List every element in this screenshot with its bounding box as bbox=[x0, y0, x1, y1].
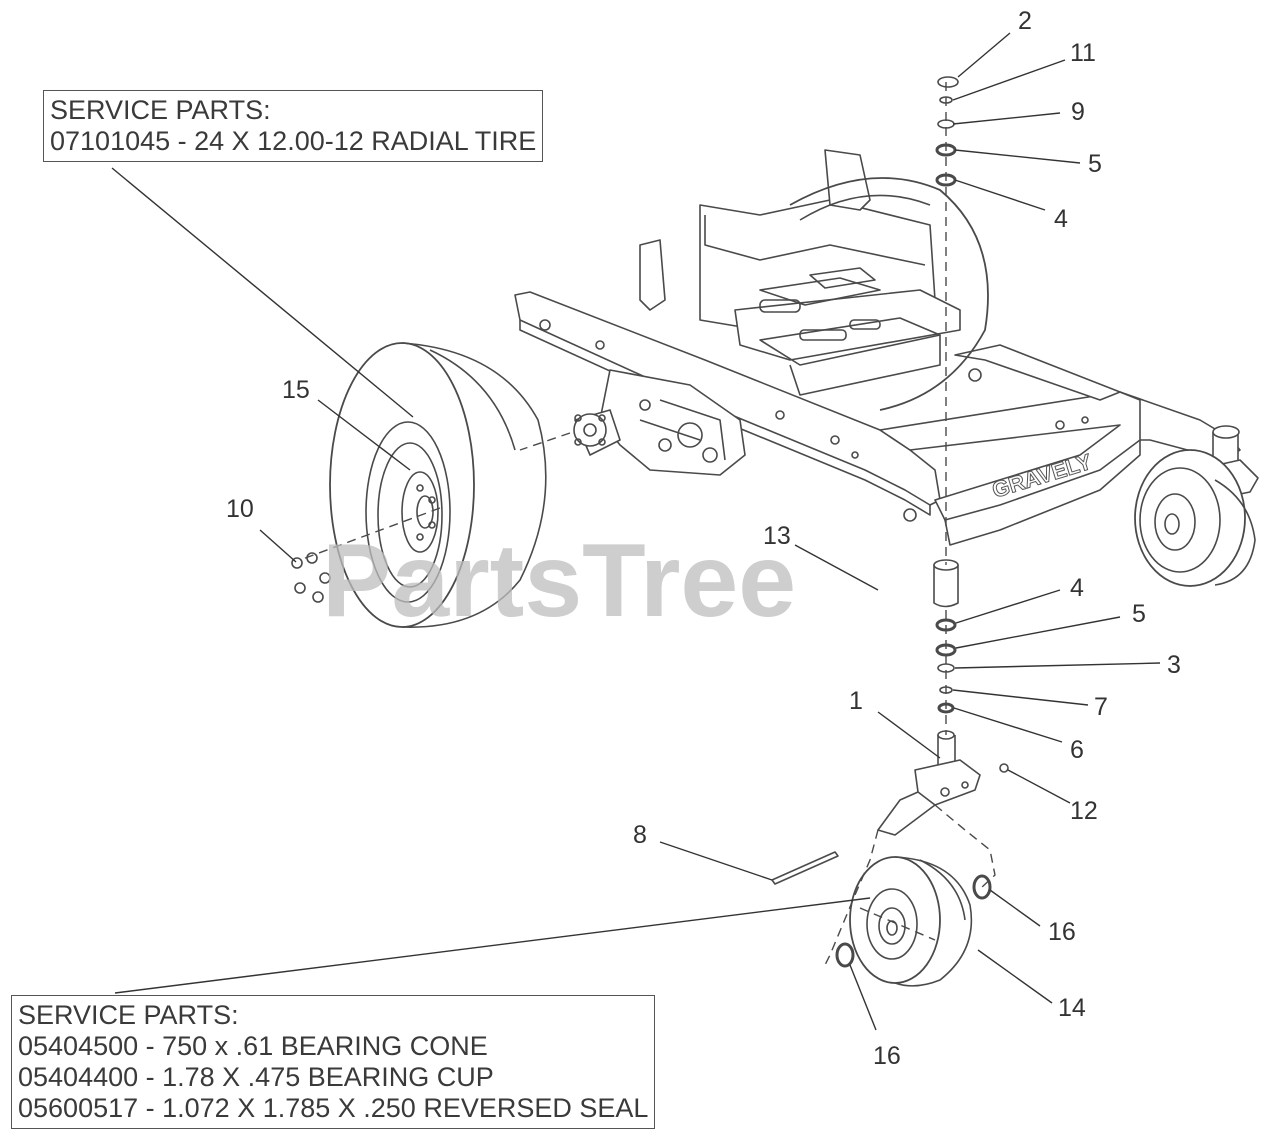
grease-fitting bbox=[999, 763, 1009, 773]
callout-16-left: 16 bbox=[873, 1042, 901, 1070]
callout-10: 10 bbox=[226, 495, 254, 523]
caster-fork bbox=[877, 730, 981, 836]
callout-4: 4 bbox=[1054, 205, 1068, 233]
note-heading: SERVICE PARTS: bbox=[18, 1000, 239, 1030]
service-parts-note-bottom: SERVICE PARTS: 05404500 - 750 x .61 BEAR… bbox=[11, 995, 656, 1129]
wheel-seals bbox=[835, 874, 992, 968]
callout-14: 14 bbox=[1058, 994, 1086, 1022]
caster-wheel bbox=[849, 856, 973, 987]
lug-nuts bbox=[291, 552, 331, 603]
front-caster-assembled bbox=[1134, 425, 1259, 587]
callout-7: 7 bbox=[1094, 693, 1108, 721]
callout-13: 13 bbox=[763, 522, 791, 550]
callout-15: 15 bbox=[282, 376, 310, 404]
note-line: 05404400 - 1.78 X .475 BEARING CUP bbox=[18, 1062, 494, 1092]
callout-8: 8 bbox=[633, 821, 647, 849]
brand-lettering: GRAVELY bbox=[989, 449, 1095, 503]
callout-5: 5 bbox=[1088, 150, 1102, 178]
assembly-lines bbox=[299, 82, 996, 966]
callout-6: 6 bbox=[1070, 736, 1084, 764]
callouts: 2 11 9 5 4 15 10 13 4 5 3 7 6 1 12 8 16 … bbox=[226, 7, 1181, 1070]
note-line: 07101045 - 24 X 12.00-12 RADIAL TIRE bbox=[50, 126, 537, 156]
callout-11: 11 bbox=[1070, 39, 1096, 67]
spindle-hardware-top bbox=[935, 76, 959, 187]
rear-tire bbox=[329, 342, 547, 628]
spacer-tube bbox=[933, 559, 959, 608]
callout-1: 1 bbox=[849, 687, 863, 715]
callout-4-lower: 4 bbox=[1070, 574, 1084, 602]
callout-16-right: 16 bbox=[1048, 918, 1076, 946]
callout-9: 9 bbox=[1071, 98, 1085, 126]
callout-12: 12 bbox=[1070, 797, 1098, 825]
service-parts-note-top: SERVICE PARTS: 07101045 - 24 X 12.00-12 … bbox=[43, 90, 544, 162]
callout-2: 2 bbox=[1018, 7, 1032, 35]
note-heading: SERVICE PARTS: bbox=[50, 95, 271, 125]
axle-bolt bbox=[771, 851, 839, 885]
mower-frame bbox=[514, 149, 1241, 546]
drive-unit bbox=[573, 369, 746, 476]
callout-5-lower: 5 bbox=[1132, 600, 1146, 628]
callout-3: 3 bbox=[1167, 651, 1181, 679]
watermark: PartsTree bbox=[322, 523, 796, 639]
leader-lines bbox=[111, 32, 1161, 1031]
note-line: 05600517 - 1.072 X 1.785 X .250 REVERSED… bbox=[18, 1093, 649, 1123]
note-line: 05404500 - 750 x .61 BEARING CONE bbox=[18, 1031, 488, 1061]
